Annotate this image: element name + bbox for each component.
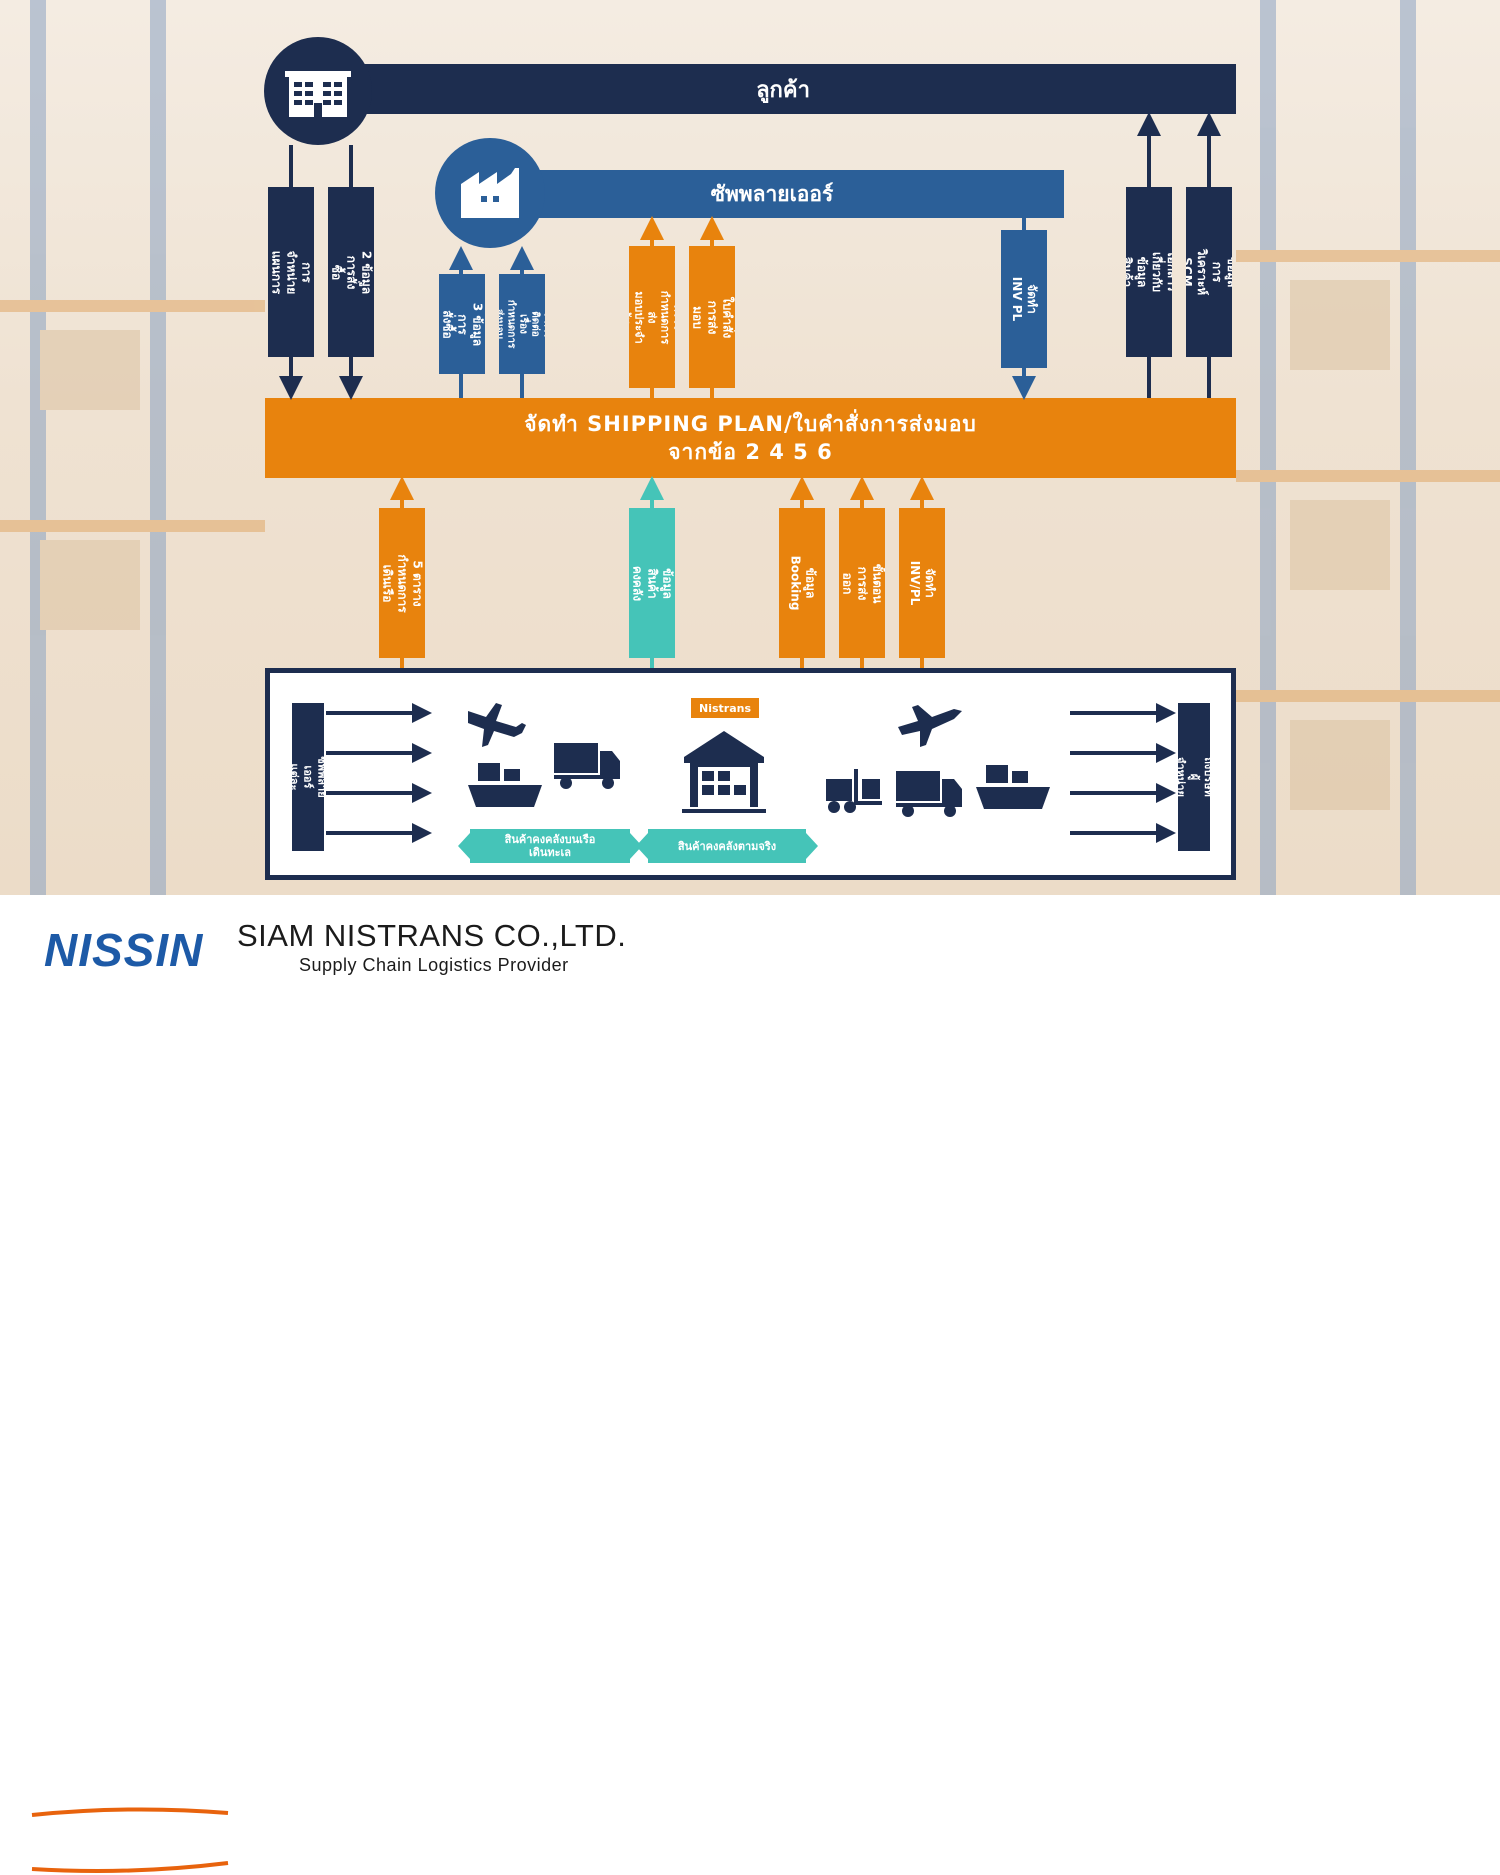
customer-bar: ลูกค้า	[330, 64, 1236, 114]
label-scm-analysis: ข้อมูลการวิเคราะห์ SCM	[1186, 187, 1232, 357]
label-sales-production: 1 ข้อมูลการจำหน่าย แผนการผลิต	[268, 187, 314, 357]
label-vessel-schedule: 5 ตารางกำหนดการ เดินเรือ	[379, 508, 425, 658]
supplier-circle	[435, 138, 545, 248]
logistics-graphics	[326, 703, 1176, 859]
label-inv-pl-bottom: จัดทำ INV/PL	[899, 508, 945, 658]
diagram-stage: ลูกค้า ซัพพลายเออร์ จัดทำ SHIPPING	[0, 0, 1500, 895]
customer-label: ลูกค้า	[756, 77, 810, 103]
logistics-panel: จากซัพพลายเออร์ แต่ละประเภท ถึงบริษัทผู้…	[265, 668, 1236, 880]
teal-arrow-mid-left	[636, 833, 648, 859]
warehouse-icon	[682, 731, 766, 813]
inventory-at-sea-note: สินค้าคงคลังบนเรือ เดินทะเล	[470, 829, 630, 863]
customer-circle	[264, 37, 372, 145]
supplier-label: ซัพพลายเออร์	[710, 181, 834, 206]
outbound-arrows	[1070, 703, 1176, 843]
label-delivery-order: ใบคำสั่ง การส่งมอบ	[689, 246, 735, 388]
label-inv-pl-supplier: จัดทำ INV PL	[1001, 230, 1047, 368]
teal-arrow-right	[806, 833, 818, 859]
nissin-logo-swoosh	[31, 1807, 229, 1873]
supplier-bar: ซัพพลายเออร์	[480, 170, 1064, 218]
shipping-plan-title: จัดทำ SHIPPING PLAN/ใบคำสั่งการส่งมอบ	[524, 412, 977, 436]
actual-inventory-note: สินค้าคงคลังตามจริง	[648, 829, 806, 863]
inbound-arrows	[326, 703, 432, 843]
ship-icon	[976, 765, 1050, 809]
company-name: SIAM NISTRANS CO.,LTD.	[237, 918, 627, 953]
from-suppliers-label: จากซัพพลายเออร์ แต่ละประเภท	[292, 703, 324, 851]
warehouse-background	[0, 0, 1500, 895]
label-order-info-3: 3 ข้อมูลการ สั่งซื้อ	[439, 274, 485, 374]
shipping-plan-subtitle: จากข้อ 2 4 5 6	[668, 440, 833, 464]
factory-icon	[461, 168, 519, 218]
to-distributor-label: ถึงบริษัทผู้จำหน่าย	[1178, 703, 1210, 851]
footer	[0, 895, 1500, 1873]
office-building-icon	[285, 71, 351, 117]
nissin-logo: NISSIN	[44, 924, 204, 976]
nistrans-tag: Nistrans	[691, 698, 759, 718]
truck-icon	[554, 743, 620, 789]
label-booking-info: ข้อมูล Booking	[779, 508, 825, 658]
airplane-icon	[898, 705, 962, 747]
company-tagline: Supply Chain Logistics Provider	[299, 955, 569, 975]
label-export-procedure: ขั้นตอนการส่งออก	[839, 508, 885, 658]
forklift-icon	[826, 769, 882, 813]
label-docs-product: เอกสารเกี่ยวกับ ข้อมูลสินค้า	[1126, 187, 1172, 357]
truck-icon	[896, 771, 962, 817]
label-check-schedule: ตรวจ กำหนดการส่ง มอบประจำวัน	[629, 246, 675, 388]
teal-arrow-left	[458, 833, 470, 859]
label-delivery-contact: 4 การติดต่อ เรื่องกำหนดการ ส่งมอบ	[499, 274, 545, 374]
airplane-icon	[468, 703, 526, 747]
label-warehouse-stock: ข้อมูลสินค้าคงคลัง	[629, 508, 675, 658]
ship-icon	[468, 763, 542, 807]
label-order-info: 2 ข้อมูลการสั่งซื้อ	[328, 187, 374, 357]
shipping-plan-bar: จัดทำ SHIPPING PLAN/ใบคำสั่งการส่งมอบ จา…	[265, 398, 1236, 478]
